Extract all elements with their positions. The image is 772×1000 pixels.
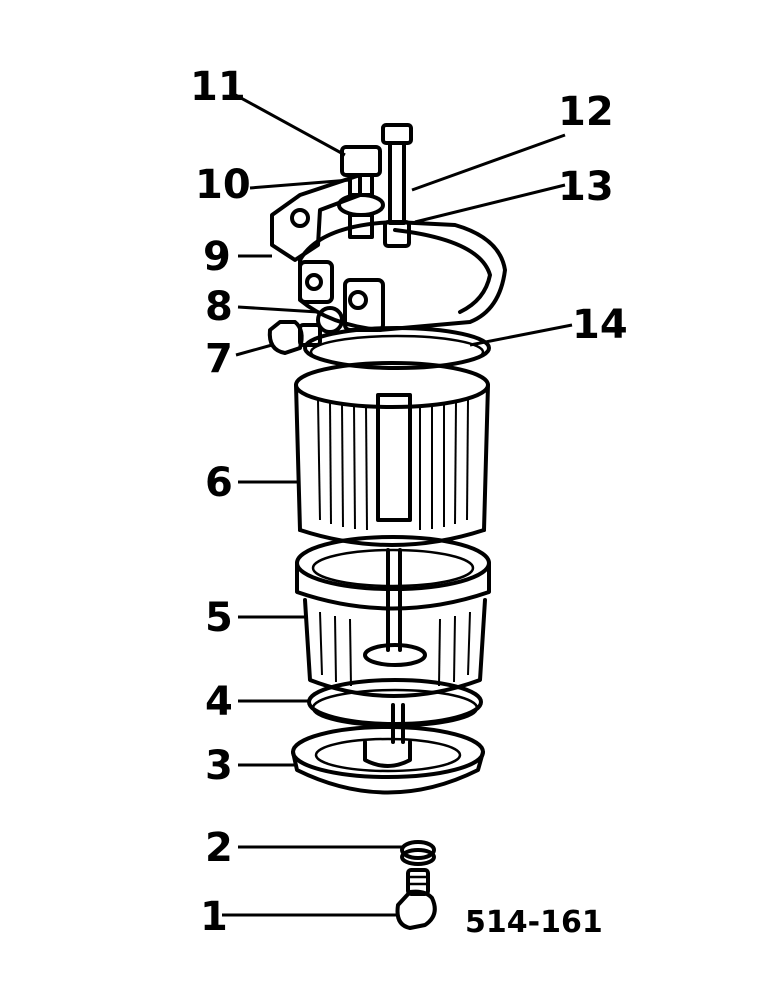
- leader-11: [229, 90, 346, 157]
- callout-11: 11: [190, 64, 246, 110]
- callout-8: 8: [205, 284, 233, 330]
- leader-8: [237, 305, 319, 314]
- part-base: [291, 725, 485, 795]
- callout-9: 9: [203, 234, 231, 280]
- callout-7: 7: [205, 336, 233, 382]
- leader-13: [414, 183, 566, 224]
- leader-lines: [222, 90, 573, 917]
- bowl-ribs: [319, 611, 471, 687]
- part-vent-screw: [381, 123, 413, 248]
- callout-4: 4: [205, 679, 233, 725]
- callout-1: 1: [200, 894, 228, 940]
- part-filter-head: [298, 220, 507, 332]
- part-washer: [400, 840, 436, 866]
- callout-labels: 11 12 10 13 9 8 14 7 6 5 4 3 2 1: [190, 64, 628, 940]
- part-sealing-ring: [307, 678, 483, 744]
- part-bleed-screw: [267, 306, 344, 355]
- callout-14: 14: [572, 302, 628, 348]
- leader-14: [469, 323, 573, 347]
- callout-5: 5: [205, 595, 233, 641]
- filter-pleats: [317, 399, 469, 531]
- drawing-code: 514-161: [465, 905, 603, 940]
- callout-10: 10: [195, 162, 251, 208]
- callout-3: 3: [205, 743, 233, 789]
- callout-13: 13: [558, 164, 614, 210]
- callout-12: 12: [558, 89, 614, 135]
- leader-12: [411, 133, 566, 192]
- part-banjo-bolt: [337, 145, 385, 239]
- leader-7: [235, 343, 273, 357]
- callout-2: 2: [205, 825, 233, 871]
- part-bowl: [295, 535, 491, 698]
- part-bracket: [270, 173, 362, 262]
- callout-6: 6: [205, 460, 233, 506]
- leader-10: [249, 178, 351, 190]
- part-drain-plug: [395, 868, 437, 930]
- part-filter-element: [294, 361, 490, 547]
